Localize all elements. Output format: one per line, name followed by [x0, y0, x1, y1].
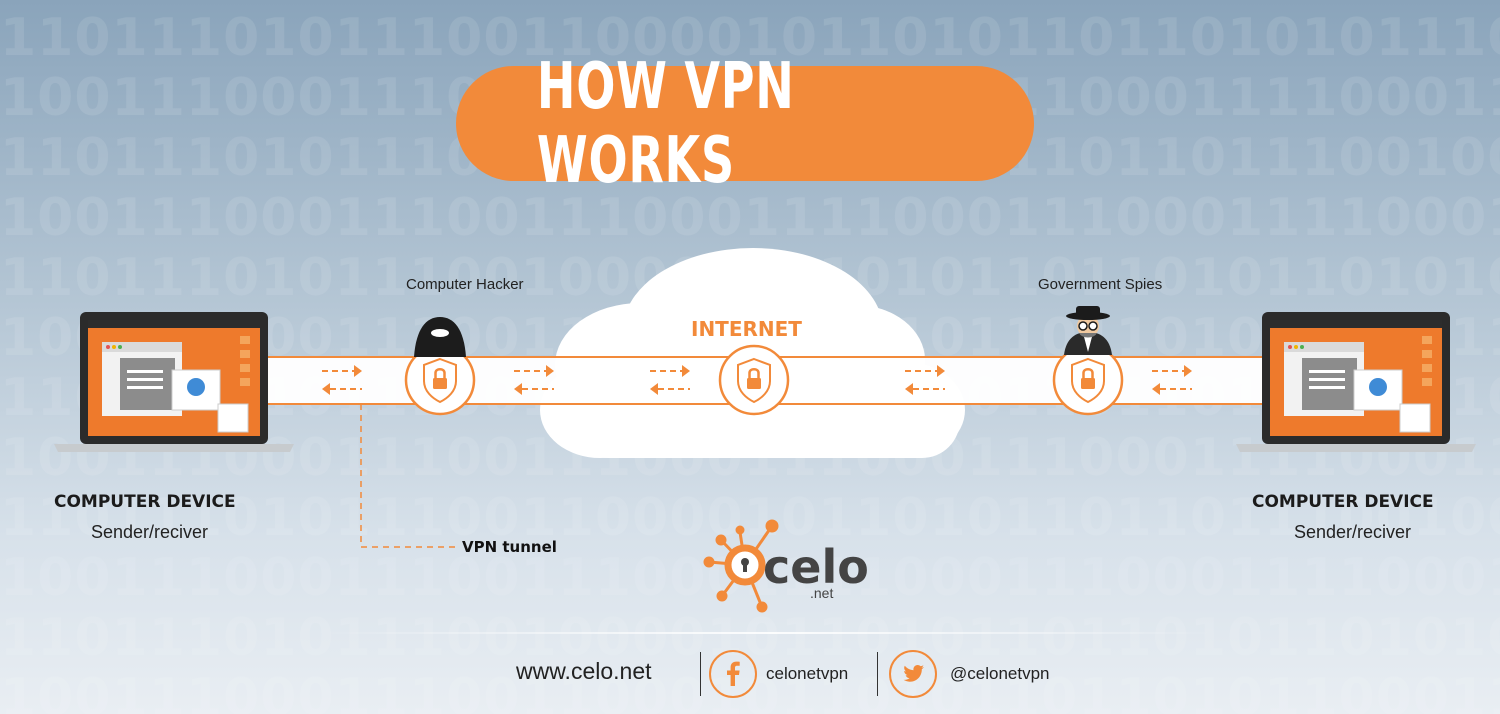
binary-row: 1101110101110011000010110101101101010111…: [0, 8, 1500, 68]
footer-separator: [877, 652, 878, 696]
spies-label: Government Spies: [1038, 276, 1163, 293]
left-laptop-icon: [54, 312, 294, 452]
left-device-title: COMPUTER DEVICE: [54, 492, 236, 512]
lock-shield-icon: [718, 344, 790, 416]
lock-shield-icon: [1052, 344, 1124, 416]
logo-name: celo: [763, 540, 869, 594]
arrow-pair: [1152, 365, 1192, 395]
title-banner: HOW VPN WORKS: [456, 50, 1034, 198]
vpn-tunnel-label: VPN tunnel: [462, 538, 557, 556]
hacker-label: Computer Hacker: [406, 276, 524, 293]
vpn-tunnel-pointer: [360, 404, 455, 548]
traffic-arrows: [322, 365, 1192, 395]
arrow-pair: [514, 365, 554, 395]
internet-label: INTERNET: [691, 317, 802, 341]
footer-separator: [700, 652, 701, 696]
right-device-subtitle: Sender/reciver: [1294, 522, 1412, 542]
left-device-subtitle: Sender/reciver: [91, 522, 209, 542]
arrow-pair: [650, 365, 690, 395]
arrow-pair: [322, 365, 362, 395]
celo-logo-icon: [703, 519, 779, 613]
footer-divider: [320, 632, 1220, 634]
twitter-icon[interactable]: [889, 650, 937, 698]
spy-icon: [1064, 306, 1112, 355]
right-device-title: COMPUTER DEVICE: [1252, 492, 1434, 512]
twitter-handle[interactable]: @celonetvpn: [950, 664, 1050, 683]
hacker-icon: [414, 317, 466, 357]
facebook-handle[interactable]: celonetvpn: [766, 664, 849, 683]
binary-row: 1001110001110011100011110001110001111000…: [0, 188, 1500, 248]
right-laptop-icon: [1236, 312, 1476, 452]
website-link[interactable]: www.celo.net: [516, 658, 652, 684]
facebook-icon[interactable]: [709, 650, 757, 698]
binary-row: 1101110101110011000010110101101101110010…: [0, 488, 1500, 548]
page-title: HOW VPN WORKS: [536, 49, 795, 198]
logo-suffix: .net: [810, 585, 834, 601]
arrow-pair: [905, 365, 945, 395]
